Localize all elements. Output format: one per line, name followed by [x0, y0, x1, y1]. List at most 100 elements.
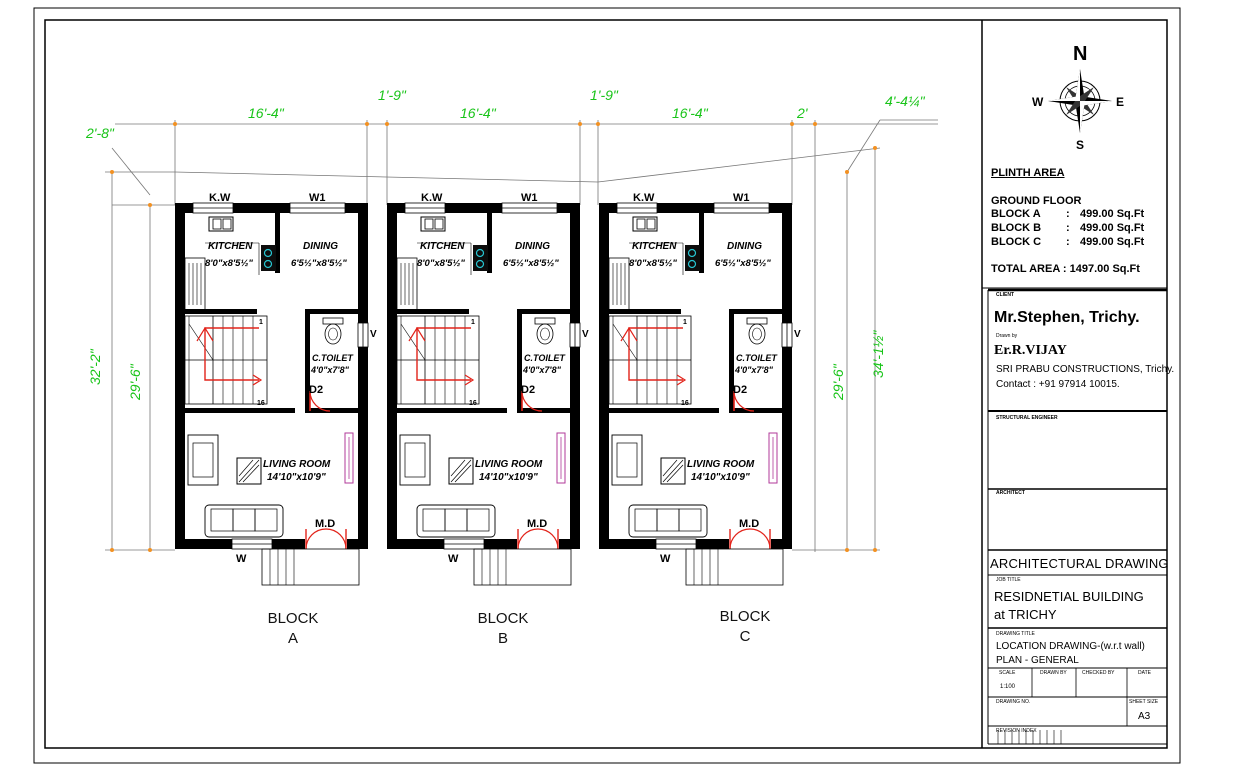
sheet-size-label: SHEET SIZE — [1129, 699, 1159, 705]
dim-4ft4: 4'-4¼" — [885, 93, 926, 109]
dining-label: DINING — [727, 241, 762, 252]
dining-size: 6'5½"x8'5½" — [715, 258, 771, 269]
client-name: Mr.Stephen, Trichy. — [994, 309, 1140, 326]
dining-label: DINING — [303, 241, 338, 252]
stair-first: 1 — [683, 319, 687, 326]
v-label: V — [582, 329, 589, 340]
w-label: W — [236, 553, 247, 565]
client-label: CLIENT — [996, 292, 1015, 298]
living-size: 14'10"x10'9" — [691, 472, 750, 483]
toilet-label: C.TOILET — [736, 353, 778, 363]
structural-label: STRUCTURAL ENGINEER — [996, 415, 1058, 421]
block-a-word: BLOCK — [268, 610, 319, 627]
date-label: DATE — [1138, 670, 1151, 676]
dim-34ft1: 34'-1½" — [870, 330, 886, 378]
toilet-size: 4'0"x7'8" — [310, 365, 350, 375]
plinth-floor: GROUND FLOOR — [991, 195, 1082, 207]
company-name: SRI PRABU CONSTRUCTIONS, Trichy. — [996, 364, 1175, 375]
plinth-row-value: 499.00 Sq.Ft — [1080, 208, 1145, 220]
drawing-no-label: DRAWING NO. — [996, 699, 1031, 705]
dim-1ft9-b: 1'-9" — [590, 87, 619, 103]
plinth-row-value: 499.00 Sq.Ft — [1080, 236, 1145, 248]
compass-n: N — [1073, 43, 1087, 65]
kw-label: K.W — [633, 192, 655, 204]
block-a-letter: A — [288, 630, 298, 647]
plinth-row-a: BLOCK A:499.00 Sq.Ft — [991, 208, 1144, 220]
block-b-word: BLOCK — [478, 610, 529, 627]
plinth-row-label: BLOCK B — [991, 222, 1042, 234]
job-line-1: RESIDNETIAL BUILDING — [994, 589, 1144, 604]
w-label: W — [660, 553, 671, 565]
compass-w: W — [1032, 95, 1044, 109]
plinth-row-value: 499.00 Sq.Ft — [1080, 222, 1145, 234]
md-label: M.D — [739, 518, 759, 530]
compass-e: E — [1116, 95, 1124, 109]
toilet-label: C.TOILET — [312, 353, 354, 363]
living-label: LIVING ROOM — [475, 459, 543, 470]
dim-16ft4-b: 16'-4" — [460, 105, 497, 121]
stair-last: 16 — [257, 400, 265, 407]
v-label: V — [370, 329, 377, 340]
d2-label: D2 — [521, 384, 535, 396]
md-label: M.D — [315, 518, 335, 530]
scale-value: 1:100 — [1000, 684, 1016, 690]
plinth-row-sep: : — [1066, 222, 1070, 234]
block-c-word: BLOCK — [720, 608, 771, 625]
dim-29ft6-left: 29'-6" — [127, 363, 143, 401]
drawing-title-2: PLAN - GENERAL — [996, 655, 1079, 666]
living-size: 14'10"x10'9" — [479, 472, 538, 483]
drawing-title-label: DRAWING TITLE — [996, 631, 1035, 637]
drawing-type: ARCHITECTURAL DRAWING — [990, 556, 1169, 571]
architect-label: ARCHITECT — [996, 490, 1025, 496]
plinth-row-label: BLOCK A — [991, 208, 1041, 220]
dim-2ft8: 2'-8" — [85, 125, 115, 141]
dim-29ft6-right: 29'-6" — [830, 363, 846, 401]
living-size: 14'10"x10'9" — [267, 472, 326, 483]
d2-label: D2 — [309, 384, 323, 396]
engineer-name: Er.R.VIJAY — [994, 343, 1067, 358]
job-title-label: JOB TITLE — [996, 577, 1021, 583]
dim-32ft2: 32'-2" — [87, 348, 103, 385]
plinth-row-sep: : — [1066, 236, 1070, 248]
labels-block-a: K.W W1 KITCHEN 8'0"x8'5½" DINING 6'5½"x8… — [205, 192, 377, 565]
plinth-row-c: BLOCK C:499.00 Sq.Ft — [991, 236, 1144, 248]
stair-first: 1 — [471, 319, 475, 326]
drawing-title-1: LOCATION DRAWING-(w.r.t wall) — [996, 641, 1145, 652]
kitchen-label: KITCHEN — [632, 241, 677, 252]
toilet-size: 4'0"x7'8" — [734, 365, 774, 375]
contact-number: Contact : +91 97914 10015. — [996, 379, 1120, 390]
kitchen-size: 8'0"x8'5½" — [629, 258, 677, 269]
drawn-by-label: Drawn by — [996, 333, 1018, 339]
kitchen-label: KITCHEN — [420, 241, 465, 252]
dining-size: 6'5½"x8'5½" — [503, 258, 559, 269]
kitchen-size: 8'0"x8'5½" — [417, 258, 465, 269]
dim-2ft: 2' — [796, 105, 809, 121]
labels-block-c: K.W W 1 KITCHEN 8'0"x8'5½" DINING 6'5½"x8… — [629, 192, 801, 565]
w-label: W — [448, 553, 459, 565]
plinth-row-b: BLOCK B:499.00 Sq.Ft — [991, 222, 1144, 234]
revision-label: REVISION INDEX — [996, 728, 1037, 734]
kw-label: K.W — [421, 192, 443, 204]
toilet-label: C.TOILET — [524, 353, 566, 363]
living-label: LIVING ROOM — [687, 459, 755, 470]
plinth-heading: PLINTH AREA — [991, 167, 1065, 179]
plinth-row-label: BLOCK C — [991, 236, 1042, 248]
drawn-label: DRAWN BY — [1040, 670, 1067, 676]
north-arrow-icon — [1048, 69, 1112, 133]
toilet-size: 4'0"x7'8" — [522, 365, 562, 375]
stair-last: 16 — [681, 400, 689, 407]
plinth-total: TOTAL AREA : 1497.00 Sq.Ft — [991, 263, 1140, 275]
dining-size: 6'5½"x8'5½" — [291, 258, 347, 269]
w1-label: W1 — [309, 192, 326, 204]
dim-16ft4-c: 16'-4" — [672, 105, 709, 121]
kitchen-size: 8'0"x8'5½" — [205, 258, 253, 269]
compass-s: S — [1076, 138, 1084, 152]
dining-label: DINING — [515, 241, 550, 252]
living-label: LIVING ROOM — [263, 459, 331, 470]
dim-1ft9-a: 1'-9" — [378, 87, 407, 103]
md-label: M.D — [527, 518, 547, 530]
v-label: V — [794, 329, 801, 340]
stair-first: 1 — [259, 319, 263, 326]
kitchen-label: KITCHEN — [208, 241, 253, 252]
